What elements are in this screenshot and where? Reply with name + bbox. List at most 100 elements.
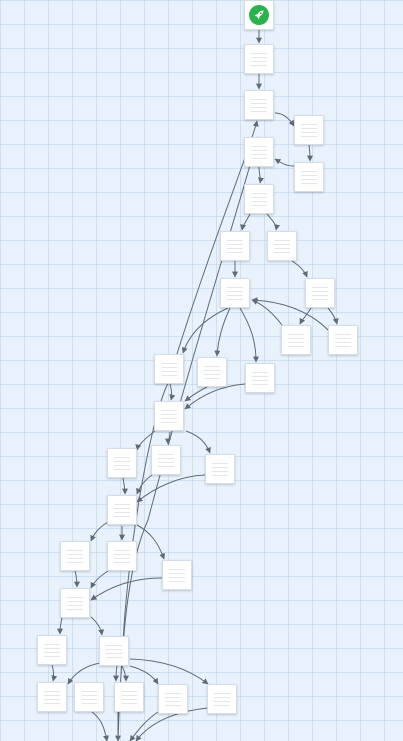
- flow-node[interactable]: [244, 44, 274, 74]
- edge-n20-n23: [136, 524, 166, 560]
- node-line: [251, 158, 267, 159]
- node-line: [121, 703, 137, 704]
- flow-node[interactable]: [245, 363, 275, 393]
- edge-n20-n21: [90, 521, 109, 542]
- flow-node[interactable]: [207, 684, 237, 714]
- flow-node[interactable]: [220, 278, 250, 308]
- flow-node[interactable]: [99, 636, 129, 666]
- node-line: [114, 562, 130, 563]
- node-line: [67, 605, 83, 606]
- node-line: [214, 701, 230, 702]
- flow-node[interactable]: [267, 231, 297, 261]
- flow-node[interactable]: [107, 541, 137, 571]
- edge-n2-n3: [274, 112, 295, 127]
- flow-node[interactable]: [220, 231, 250, 261]
- node-line: [161, 414, 177, 415]
- node-line: [301, 136, 317, 137]
- node-line: [301, 175, 317, 176]
- flow-node[interactable]: [305, 278, 335, 308]
- node-line: [161, 418, 177, 419]
- edge-n18-n20: [136, 474, 153, 495]
- flow-node[interactable]: [60, 541, 90, 571]
- edge-n24-n25: [57, 617, 64, 635]
- edge-n6-n7: [240, 213, 251, 231]
- edge-n25-n27: [51, 664, 58, 682]
- node-line: [301, 124, 317, 125]
- node-line: [44, 644, 60, 645]
- flow-node[interactable]: [158, 684, 188, 714]
- edge-n26-n29: [113, 665, 120, 682]
- edge-n3-n5: [306, 144, 313, 162]
- edge-n17-n20: [121, 477, 128, 495]
- edge-n28-out1: [91, 711, 109, 741]
- flow-node[interactable]: [154, 401, 184, 431]
- node-line: [106, 649, 122, 650]
- node-line: [252, 372, 268, 373]
- node-line: [312, 299, 328, 300]
- node-line: [251, 53, 267, 54]
- node-line: [251, 154, 267, 155]
- node-line: [114, 550, 130, 551]
- node-line: [158, 458, 174, 459]
- flow-node[interactable]: [281, 325, 311, 355]
- node-line: [227, 295, 243, 296]
- edge-n30-out3: [129, 711, 159, 741]
- flow-node[interactable]: [294, 115, 324, 145]
- flow-node[interactable]: [244, 137, 274, 167]
- node-line: [161, 367, 177, 368]
- flow-node[interactable]: [60, 588, 90, 618]
- flow-node[interactable]: [162, 560, 192, 590]
- edge-n9-n13: [181, 307, 229, 354]
- flow-node[interactable]: [294, 162, 324, 192]
- node-line: [335, 342, 351, 343]
- flow-node[interactable]: [244, 184, 274, 214]
- node-line: [301, 179, 317, 180]
- flow-node[interactable]: [154, 354, 184, 384]
- node-line: [204, 374, 220, 375]
- node-line: [301, 183, 317, 184]
- node-line: [288, 334, 304, 335]
- edge-n26-n31: [129, 658, 209, 685]
- edge-n24-n26: [90, 616, 105, 636]
- edge-n2-long2: [117, 136, 260, 741]
- node-line: [106, 645, 122, 646]
- edge-n14-n16: [184, 386, 208, 402]
- node-line: [169, 581, 185, 582]
- node-line: [44, 648, 60, 649]
- flow-node[interactable]: [244, 90, 274, 120]
- edge-n26-n29b: [121, 665, 129, 682]
- flow-node[interactable]: [151, 445, 181, 475]
- node-line: [252, 384, 268, 385]
- flow-node[interactable]: [37, 682, 67, 712]
- node-line: [158, 466, 174, 467]
- flow-node[interactable]: [107, 448, 137, 478]
- flow-node[interactable]: [197, 357, 227, 387]
- flow-node[interactable]: [205, 454, 235, 484]
- node-line: [227, 244, 243, 245]
- node-line: [274, 240, 290, 241]
- node-line: [161, 363, 177, 364]
- node-line: [251, 65, 267, 66]
- flow-node[interactable]: [37, 635, 67, 665]
- node-line: [114, 558, 130, 559]
- node-line: [212, 471, 228, 472]
- node-line: [44, 703, 60, 704]
- node-line: [114, 465, 130, 466]
- flow-node[interactable]: [328, 325, 358, 355]
- node-line: [204, 370, 220, 371]
- node-line: [114, 554, 130, 555]
- node-line: [335, 338, 351, 339]
- node-line: [121, 691, 137, 692]
- node-line: [214, 697, 230, 698]
- node-line: [114, 457, 130, 458]
- flow-node[interactable]: [114, 682, 144, 712]
- node-line: [44, 699, 60, 700]
- flow-node[interactable]: [107, 495, 137, 525]
- flow-node[interactable]: [74, 682, 104, 712]
- node-line: [251, 61, 267, 62]
- node-line: [212, 463, 228, 464]
- edge-n6-n8: [266, 213, 280, 231]
- node-line: [227, 252, 243, 253]
- start-node[interactable]: [244, 0, 274, 30]
- edge-n9-n14: [214, 307, 231, 357]
